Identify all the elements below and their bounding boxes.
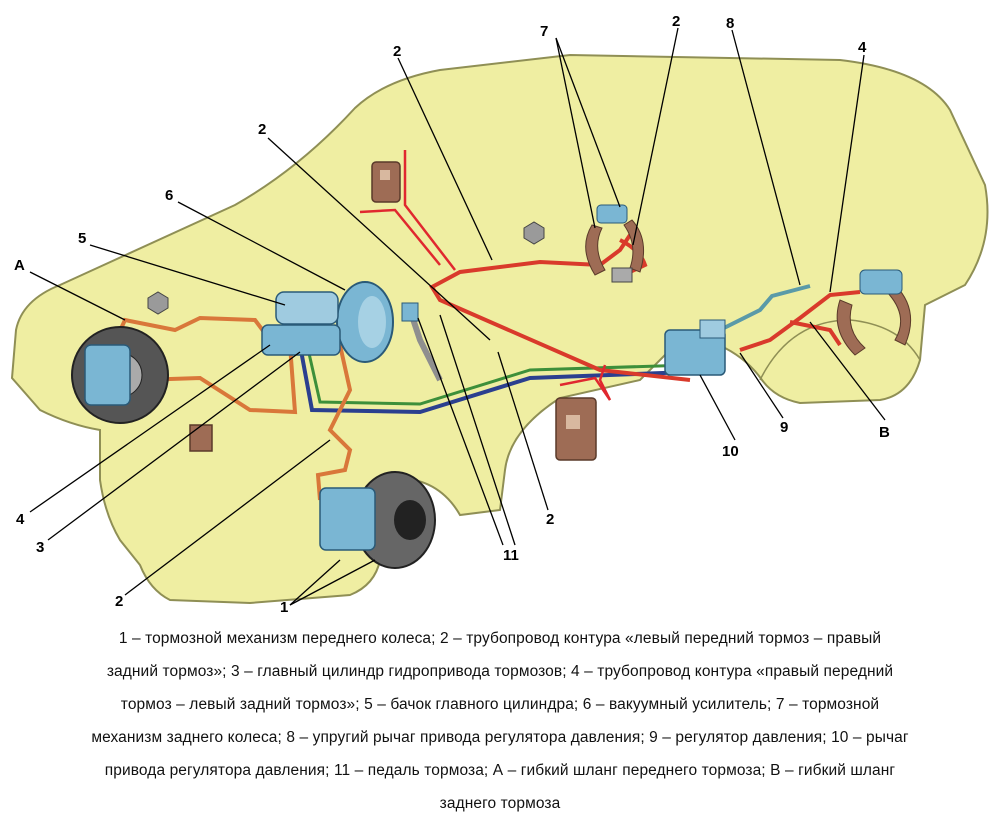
master-cylinder-reservoir	[275, 291, 339, 325]
callout-7: 7	[540, 23, 548, 40]
caption-line-4: механизм заднего колеса; 8 – упругий рыч…	[91, 729, 909, 746]
diagram-caption: 1 – тормозной механизм переднего колеса;…	[20, 622, 980, 820]
pipe-orange-front-right	[315, 344, 353, 501]
arrow-mark-lower	[559, 364, 612, 401]
callout-2-top: 2	[393, 43, 401, 60]
caption-line-2: задний тормоз»; 3 – главный цилиндр гидр…	[106, 663, 894, 680]
bracket-front	[189, 424, 213, 452]
callout-10: 10	[722, 443, 739, 460]
rear-right-brake	[836, 269, 912, 356]
leader-lines	[29, 27, 886, 606]
bracket-upper	[371, 161, 401, 203]
pipe-red-main	[429, 233, 691, 382]
bracket-lower	[555, 397, 597, 461]
caption-line-3: тормоз – левый задний тормоз»; 5 – бачок…	[120, 696, 880, 713]
callout-9: 9	[780, 419, 788, 436]
elastic-lever	[719, 284, 811, 332]
arrow-mark-upper	[359, 150, 456, 271]
callout-5: 5	[78, 230, 86, 247]
rear-left-brake	[585, 204, 645, 283]
pipe-red-rear-right	[739, 290, 861, 352]
front-left-brake	[71, 326, 169, 424]
front-right-brake	[319, 471, 436, 569]
caption-line-5: привода регулятора давления; 11 – педаль…	[104, 762, 896, 779]
callout-11: 11	[503, 547, 519, 564]
pressure-regulator	[664, 319, 726, 376]
callout-8: 8	[726, 15, 734, 32]
callout-4-rear: 4	[858, 39, 867, 56]
callout-2-bottom: 2	[546, 511, 554, 528]
callout-6: 6	[165, 187, 173, 204]
vacuum-booster	[336, 281, 394, 363]
pipe-green	[304, 339, 691, 406]
pipe-blue	[298, 344, 691, 415]
callout-4-front: 4	[16, 511, 25, 528]
caption-line-1: 1 – тормозной механизм переднего колеса;…	[118, 630, 882, 647]
callout-3: 3	[36, 539, 44, 556]
callout-1: 1	[280, 599, 288, 616]
callout-A: A	[14, 257, 25, 274]
caption-line-6: заднего тормоза	[439, 795, 561, 812]
callout-B: B	[879, 424, 890, 441]
callout-2-rear: 2	[672, 13, 680, 30]
brake-pedal	[401, 302, 443, 382]
callout-2-upper-left: 2	[258, 121, 266, 138]
nut-front	[147, 291, 169, 315]
car-body	[10, 53, 989, 605]
nut-middle	[523, 221, 545, 245]
brake-system-diagram: A 5 6 2 2 7 2 8 4 B 9 10 2 11 4 3 2 1	[10, 13, 989, 616]
callout-2-front: 2	[115, 593, 123, 610]
master-cylinder	[261, 324, 341, 356]
